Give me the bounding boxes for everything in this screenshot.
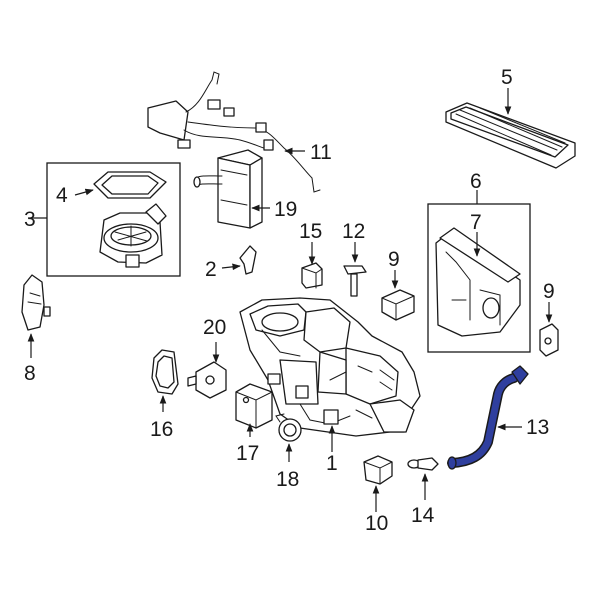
actuator-part-20: [187, 361, 227, 399]
callout-4: 4: [56, 184, 68, 207]
cabin-air-filter-part: [445, 102, 576, 169]
callout-3: 3: [24, 208, 36, 231]
callout-8: 8: [24, 362, 36, 385]
callout-12: 12: [342, 220, 365, 243]
callout-6: 6: [470, 170, 482, 193]
callout-2: 2: [205, 258, 217, 281]
actuator-pin-part: [343, 265, 367, 297]
callout-9b: 9: [543, 280, 555, 303]
callout-9a: 9: [388, 248, 400, 271]
heater-core-part: [193, 149, 263, 229]
hvac-housing-part: [239, 297, 421, 437]
sensor-part: [301, 262, 323, 289]
actuator-part-17: [235, 383, 273, 429]
callout-1: 1: [326, 452, 338, 475]
callout-17: 17: [236, 442, 259, 465]
group-frame-case-half: [427, 203, 531, 353]
callout-15: 15: [299, 220, 322, 243]
drain-hose-part-highlighted: [447, 365, 529, 470]
callout-5: 5: [501, 66, 513, 89]
group-frame-blower: [46, 162, 181, 277]
valve-part: [407, 457, 439, 471]
leader-lines: [27, 88, 553, 512]
connector-part-b: [539, 323, 559, 357]
clip-part: [239, 245, 257, 275]
case-half-part: [435, 227, 521, 337]
grommet-part: [275, 413, 302, 442]
callout-10: 10: [365, 512, 388, 535]
floor-duct-part: [21, 274, 51, 331]
connector-part-10: [363, 455, 393, 485]
door-part: [151, 349, 179, 395]
callout-13: 13: [526, 416, 549, 439]
blower-motor-part: [99, 203, 167, 268]
wiring-harness-part: [147, 71, 321, 193]
blower-gasket-part: [93, 171, 167, 199]
callout-11: 11: [310, 141, 332, 164]
callout-18: 18: [276, 468, 299, 491]
callout-labels: 1 2 3 4 5 6 7 8 9 9 10 11 12 13 14 15 16…: [24, 66, 555, 535]
callout-20: 20: [203, 316, 226, 339]
callout-14: 14: [411, 504, 435, 527]
callout-16: 16: [150, 418, 173, 441]
connector-part-a: [381, 289, 415, 321]
callout-19: 19: [274, 198, 297, 221]
callout-7: 7: [470, 211, 482, 234]
